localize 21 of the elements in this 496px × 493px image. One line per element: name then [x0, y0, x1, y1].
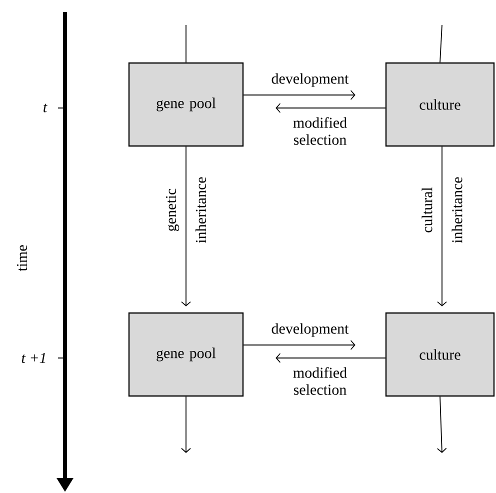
- arrow: [243, 90, 356, 100]
- axis-label: time: [16, 245, 28, 272]
- arrow: [437, 146, 447, 306]
- time-label: t +1: [22, 352, 46, 363]
- arrow: [181, 146, 191, 306]
- arrow: [276, 103, 386, 113]
- edge-label: cultural inheritance: [422, 177, 462, 243]
- arrow: [436, 396, 447, 453]
- process-box: culture: [385, 312, 495, 397]
- edge-label: development: [272, 73, 349, 87]
- edge-label: modified selection: [293, 367, 347, 395]
- arrow: [181, 396, 191, 453]
- edge-label: modified selection: [293, 117, 347, 145]
- time-label: t: [44, 104, 48, 112]
- arrow: [243, 340, 356, 350]
- process-box: culture: [385, 62, 495, 147]
- process-box: gene pool: [128, 62, 244, 147]
- edge-label: development: [272, 323, 349, 337]
- arrow: [276, 353, 386, 363]
- edge-label: genetic inheritance: [166, 177, 206, 243]
- process-box: gene pool: [128, 312, 244, 397]
